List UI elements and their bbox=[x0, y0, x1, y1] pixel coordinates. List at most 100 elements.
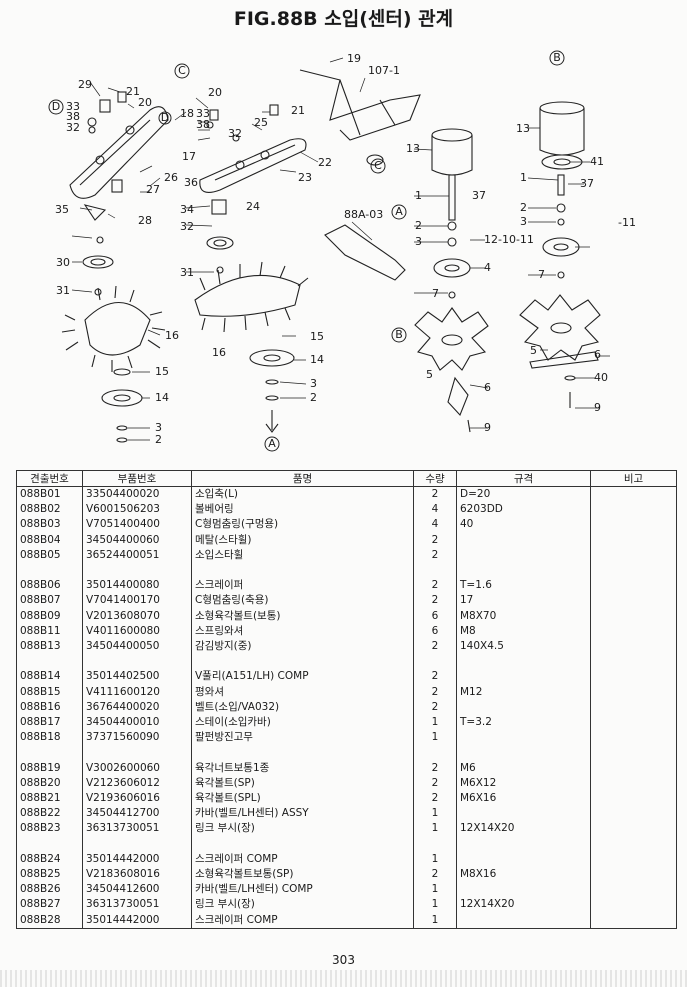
ref-cell: 088B26 bbox=[16, 882, 83, 898]
name-cell: 스크레이퍼 COMP bbox=[191, 851, 414, 868]
marker-label: B bbox=[395, 328, 403, 341]
callout-label: 3 bbox=[310, 377, 317, 390]
spec-cell bbox=[456, 806, 591, 822]
qty-cell: 1 bbox=[413, 851, 457, 868]
spec-cell bbox=[456, 669, 591, 685]
table-row bbox=[16, 563, 677, 579]
ref-cell: 088B25 bbox=[16, 867, 83, 883]
callout-label: 41 bbox=[590, 155, 604, 168]
qty-cell bbox=[413, 745, 457, 761]
remarks-cell bbox=[590, 715, 677, 731]
spec-cell: M8X70 bbox=[456, 608, 591, 624]
callout-label: 9 bbox=[594, 401, 601, 414]
ref-cell: 088B09 bbox=[16, 608, 83, 624]
middle-column-assembly bbox=[324, 128, 489, 433]
ref-cell: 088B07 bbox=[16, 593, 83, 609]
callout-label: 21 bbox=[291, 104, 305, 117]
remarks-cell bbox=[590, 897, 677, 913]
name-cell: 소형육각볼트(보통) bbox=[191, 608, 414, 624]
center-plate-assembly bbox=[194, 104, 309, 433]
ref-cell bbox=[16, 654, 83, 670]
qty-cell bbox=[413, 654, 457, 670]
callout-label: 37 bbox=[580, 177, 594, 190]
remarks-cell bbox=[590, 593, 677, 609]
spec-cell bbox=[456, 851, 591, 868]
part-no-cell: 36313730051 bbox=[82, 821, 192, 837]
callout-label: 32 bbox=[66, 121, 80, 134]
name-cell: 스크레이퍼 COMP bbox=[191, 912, 414, 929]
qty-cell bbox=[413, 563, 457, 579]
callout-label: 9 bbox=[484, 421, 491, 434]
name-cell: 평와셔 bbox=[191, 684, 414, 700]
qty-cell: 2 bbox=[413, 760, 457, 776]
part-no-cell: 34504400010 bbox=[82, 715, 192, 731]
callout-label: 32 bbox=[180, 220, 194, 233]
callout-label: 13 bbox=[406, 142, 420, 155]
spec-cell bbox=[456, 882, 591, 898]
qty-cell bbox=[413, 836, 457, 852]
remarks-cell bbox=[590, 806, 677, 822]
table-row bbox=[16, 836, 677, 852]
callout-label: 1 bbox=[520, 171, 527, 184]
qty-cell: 6 bbox=[413, 623, 457, 640]
callout-label: 29 bbox=[78, 78, 92, 91]
spec-cell bbox=[456, 654, 591, 670]
spec-cell: M8X16 bbox=[456, 867, 591, 883]
remarks-cell bbox=[590, 882, 677, 898]
callout-label: 3 bbox=[155, 421, 162, 434]
part-no-cell: 33504400020 bbox=[82, 486, 192, 503]
ref-cell: 088B27 bbox=[16, 897, 83, 913]
callout-label: 28 bbox=[138, 214, 152, 227]
name-cell: 육각너트보통1종 bbox=[191, 760, 414, 776]
page-title: FIG.88B 소입(센터) 관계 bbox=[233, 8, 454, 30]
remarks-cell bbox=[590, 836, 677, 852]
spec-cell: 6203DD bbox=[456, 502, 591, 518]
spec-cell bbox=[456, 699, 591, 716]
callout-label: 33 bbox=[66, 100, 80, 113]
part-no-cell: 34504412700 bbox=[82, 806, 192, 822]
part-no-cell bbox=[82, 836, 192, 852]
qty-cell: 4 bbox=[413, 502, 457, 518]
qty-cell: 2 bbox=[413, 639, 457, 655]
callout-label: 2 bbox=[310, 391, 317, 404]
name-cell bbox=[191, 654, 414, 670]
qty-cell: 2 bbox=[413, 547, 457, 564]
name-cell bbox=[191, 563, 414, 579]
callout-label: 14 bbox=[310, 353, 324, 366]
spec-cell: M6 bbox=[456, 760, 591, 776]
page-number: 303 bbox=[332, 953, 355, 967]
name-cell: 팔펀방진고무 bbox=[191, 730, 414, 746]
scan-edge bbox=[0, 970, 687, 987]
part-no-cell: V2013608070 bbox=[82, 608, 192, 624]
marker-label: B bbox=[553, 51, 561, 64]
remarks-cell bbox=[590, 563, 677, 579]
spec-cell: M12 bbox=[456, 684, 591, 700]
part-no-cell: 34504412600 bbox=[82, 882, 192, 898]
callout-label: 6 bbox=[594, 348, 601, 361]
upper-shaft-assembly bbox=[299, 69, 421, 166]
name-cell: 소입스타휠 bbox=[191, 547, 414, 564]
callout-label: 3 bbox=[415, 235, 422, 248]
spec-cell: D=20 bbox=[456, 486, 591, 503]
name-cell: 링크 부시(장) bbox=[191, 821, 414, 837]
qty-cell: 6 bbox=[413, 608, 457, 624]
remarks-cell bbox=[590, 517, 677, 533]
ref-cell bbox=[16, 745, 83, 761]
callout-label: 36 bbox=[184, 176, 198, 189]
part-no-cell: 35014442000 bbox=[82, 851, 192, 868]
remarks-cell bbox=[590, 639, 677, 655]
marker-label: C bbox=[178, 64, 186, 77]
spec-cell bbox=[456, 836, 591, 852]
qty-cell: 2 bbox=[413, 578, 457, 594]
left-plate-assembly bbox=[61, 91, 169, 443]
callout-label: 21 bbox=[126, 85, 140, 98]
callout-label: 7 bbox=[538, 268, 545, 281]
qty-cell: 2 bbox=[413, 669, 457, 685]
name-cell: C형멈춤링(축용) bbox=[191, 593, 414, 609]
